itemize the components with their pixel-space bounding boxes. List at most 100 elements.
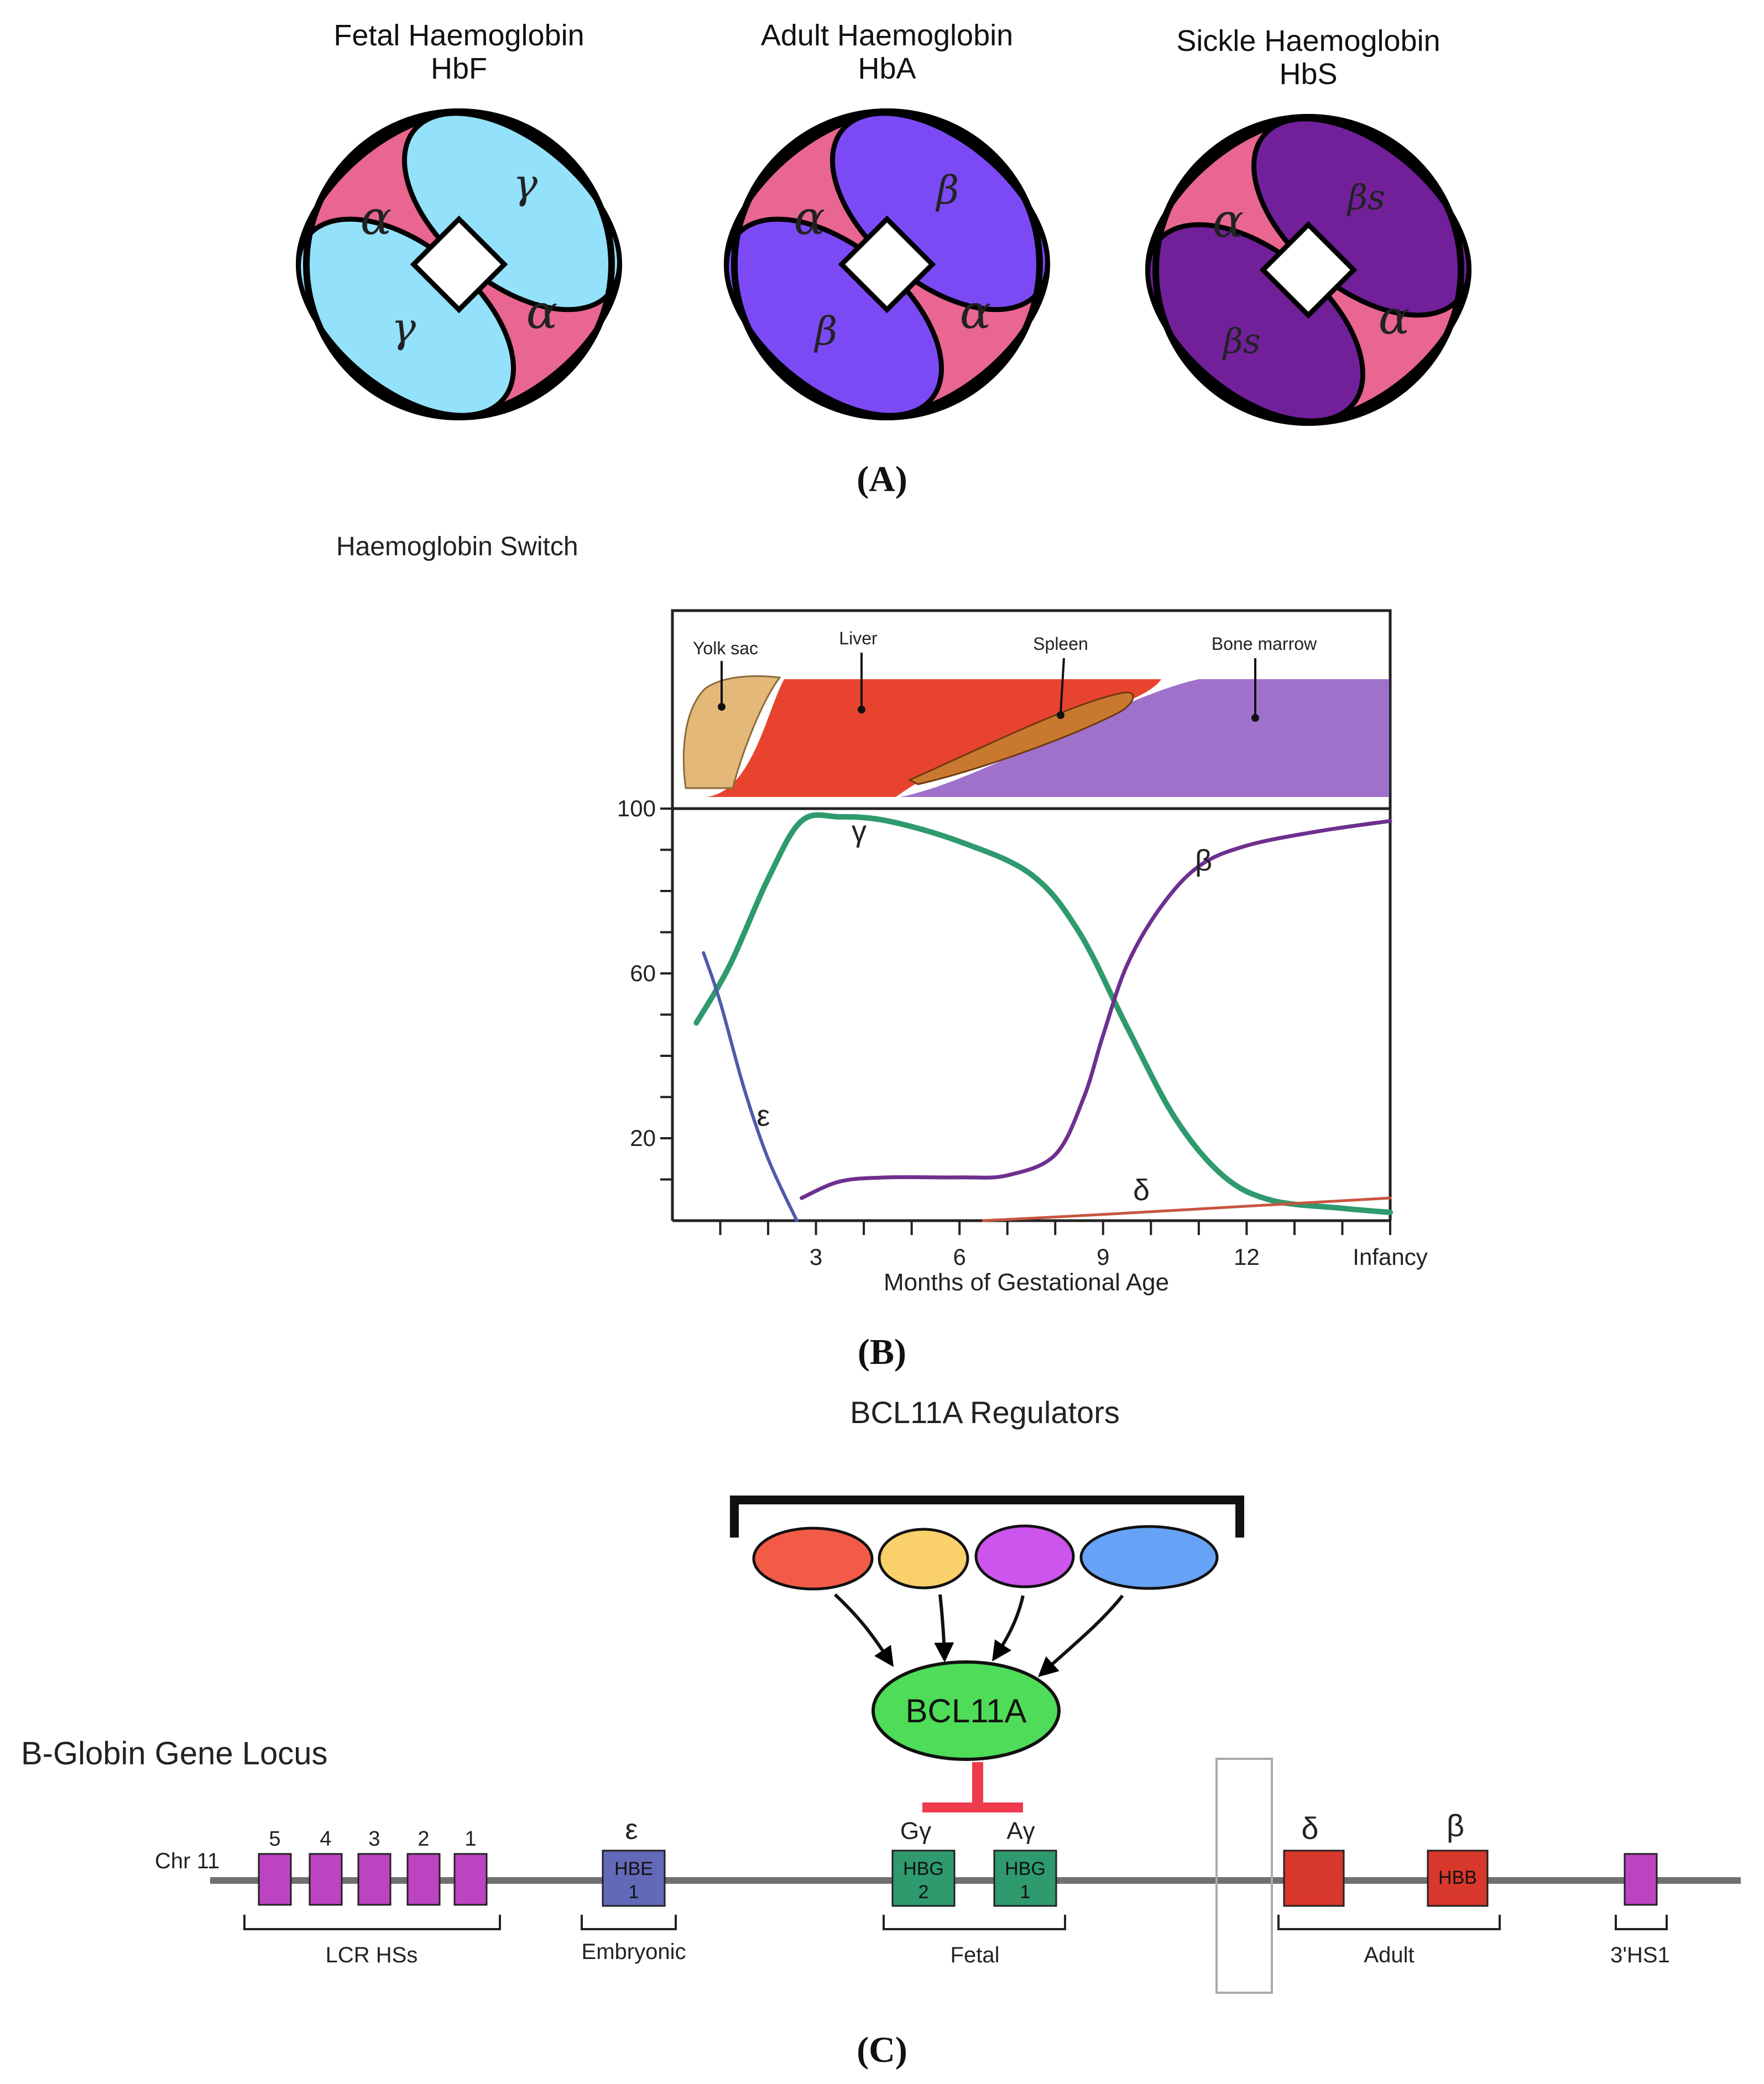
hbs-central-cavity bbox=[1259, 221, 1358, 319]
yolk-sac-label: Yolk sac bbox=[693, 638, 758, 658]
hbf-subtitle: HbF bbox=[431, 52, 487, 85]
hbs-label-bottom-left: βs bbox=[1222, 321, 1261, 361]
hbd-gene bbox=[1283, 1849, 1345, 1907]
hbg2-gene-name: HBG bbox=[903, 1858, 944, 1879]
series-line-1 bbox=[800, 819, 1392, 1200]
y-tick-label: 20 bbox=[630, 1125, 656, 1151]
hbf-label-bottom-right: α bbox=[526, 285, 558, 339]
lcr-hs-5 bbox=[258, 1853, 292, 1906]
series-line-2 bbox=[702, 951, 799, 1222]
hbs-molecule: Sickle Haemoglobin HbS α βs βs α bbox=[1145, 24, 1471, 426]
hbf-label-top-right: γ bbox=[513, 160, 538, 208]
locus-title: B-Globin Gene Locus bbox=[21, 1736, 328, 1772]
regulator-red bbox=[752, 1526, 874, 1591]
hba-label-top-left: α bbox=[794, 191, 826, 245]
bcl11a-label: BCL11A bbox=[905, 1692, 1026, 1729]
lcr-hs-3-number: 3 bbox=[368, 1827, 380, 1851]
hbb-gene bbox=[1427, 1849, 1489, 1907]
hbd-symbol: δ bbox=[1301, 1811, 1318, 1846]
hbg1-gene bbox=[993, 1849, 1057, 1907]
bone-marrow-region bbox=[900, 679, 1389, 797]
hba-label-bottom-left: β bbox=[813, 309, 837, 354]
panel-b-label: (B) bbox=[858, 1332, 906, 1372]
regulators-bracket bbox=[730, 1496, 1244, 1538]
deletion-box bbox=[1215, 1758, 1273, 1994]
panel-c: BCL11A Regulators BCL11A B-Globin Gene L… bbox=[21, 1395, 1741, 2070]
panel-b-title: Haemoglobin Switch bbox=[336, 532, 578, 561]
hbs-label-top-left: α bbox=[1213, 194, 1244, 248]
repression-symbol bbox=[922, 1762, 1023, 1812]
hbf-label-bottom-left: γ bbox=[392, 304, 416, 352]
hbg1-symbol: Aγ bbox=[1006, 1817, 1035, 1845]
x-tick-label: 3 bbox=[810, 1244, 822, 1270]
lcr-hs-2-number: 2 bbox=[417, 1827, 429, 1851]
adult-group-label: Adult bbox=[1364, 1943, 1414, 1967]
lcr-hs-3 bbox=[357, 1853, 392, 1906]
x-tick-label: 9 bbox=[1097, 1244, 1109, 1270]
hbg1-gene-number: 1 bbox=[1020, 1882, 1031, 1903]
spleen-label: Spleen bbox=[1033, 634, 1088, 654]
regulator-arrows bbox=[833, 1593, 1124, 1677]
arrow-magenta bbox=[992, 1595, 1025, 1661]
hbe1-gene-number: 1 bbox=[629, 1882, 639, 1903]
lcr-hs-4 bbox=[309, 1853, 343, 1906]
x-axis-label: Months of Gestational Age bbox=[884, 1269, 1169, 1296]
lcr-hs-5-number: 5 bbox=[269, 1827, 280, 1851]
hs1-group-label: 3'HS1 bbox=[1610, 1943, 1670, 1967]
series-line-3 bbox=[982, 1196, 1392, 1222]
regulator-yellow bbox=[878, 1528, 969, 1590]
bone-marrow-label: Bone marrow bbox=[1212, 634, 1317, 654]
lcr-hs-1 bbox=[453, 1853, 488, 1906]
panel-b: Haemoglobin Switch Yolk sac Liver Spleen… bbox=[336, 532, 1428, 1372]
hbf-molecule: Fetal Haemoglobin HbF α γ γ α bbox=[296, 19, 622, 420]
arrow-red bbox=[833, 1593, 894, 1667]
hbg2-symbol: Gγ bbox=[900, 1817, 931, 1845]
x-tick-label: 6 bbox=[953, 1244, 966, 1270]
hba-title: Adult Haemoglobin bbox=[761, 19, 1013, 52]
liver-region bbox=[707, 679, 1161, 797]
hba-central-cavity bbox=[838, 215, 936, 314]
hs1-bracket bbox=[1615, 1915, 1668, 1930]
bcl11a-node bbox=[871, 1660, 1061, 1761]
panel-a: Fetal Haemoglobin HbF α γ γ α Adult Haem… bbox=[296, 19, 1471, 499]
embryonic-bracket bbox=[581, 1915, 677, 1930]
hbs-rim bbox=[1152, 114, 1464, 426]
site-pointers bbox=[721, 653, 1256, 716]
x-tick-label: Infancy bbox=[1353, 1244, 1427, 1270]
hbf-rim bbox=[303, 108, 615, 420]
hbs-label-top-right: βs bbox=[1347, 177, 1385, 217]
series-label-2: ε bbox=[756, 1100, 770, 1133]
arrow-yellow bbox=[934, 1594, 954, 1663]
regulator-magenta bbox=[974, 1524, 1075, 1588]
hbs-subtitle: HbS bbox=[1279, 58, 1337, 91]
lcr-group-label: LCR HSs bbox=[326, 1943, 418, 1967]
hbg2-gene bbox=[891, 1849, 956, 1907]
liver-label: Liver bbox=[839, 628, 878, 648]
hba-label-bottom-right: α bbox=[960, 285, 991, 339]
hbb-symbol: β bbox=[1447, 1808, 1464, 1843]
regulator-blue bbox=[1079, 1525, 1219, 1590]
locus-group-brackets bbox=[243, 1915, 1668, 1930]
lcr-hs-1-number: 1 bbox=[465, 1827, 476, 1851]
x-tick-label: 12 bbox=[1234, 1244, 1260, 1270]
hba-rim bbox=[731, 108, 1043, 420]
lcr-bracket bbox=[243, 1915, 501, 1930]
fetal-bracket bbox=[883, 1915, 1066, 1930]
y-tick-label: 60 bbox=[630, 960, 656, 986]
hba-molecule: Adult Haemoglobin HbA α β β α bbox=[724, 19, 1050, 420]
lcr-hss: 5 4 3 2 1 bbox=[258, 1827, 488, 1906]
fetal-group-label: Fetal bbox=[951, 1943, 1000, 1967]
hbf-title: Fetal Haemoglobin bbox=[333, 19, 584, 52]
hbf-central-cavity bbox=[410, 215, 508, 314]
hbf-label-top-left: α bbox=[361, 191, 392, 245]
chromosome-label: Chr 11 bbox=[155, 1849, 220, 1873]
hbe1-gene-name: HBE bbox=[614, 1858, 653, 1879]
hbs-title: Sickle Haemoglobin bbox=[1176, 24, 1440, 58]
hbe1-symbol: ε bbox=[625, 1814, 638, 1846]
panel-c-label: (C) bbox=[857, 2030, 907, 2070]
hbe1-gene bbox=[602, 1849, 666, 1907]
